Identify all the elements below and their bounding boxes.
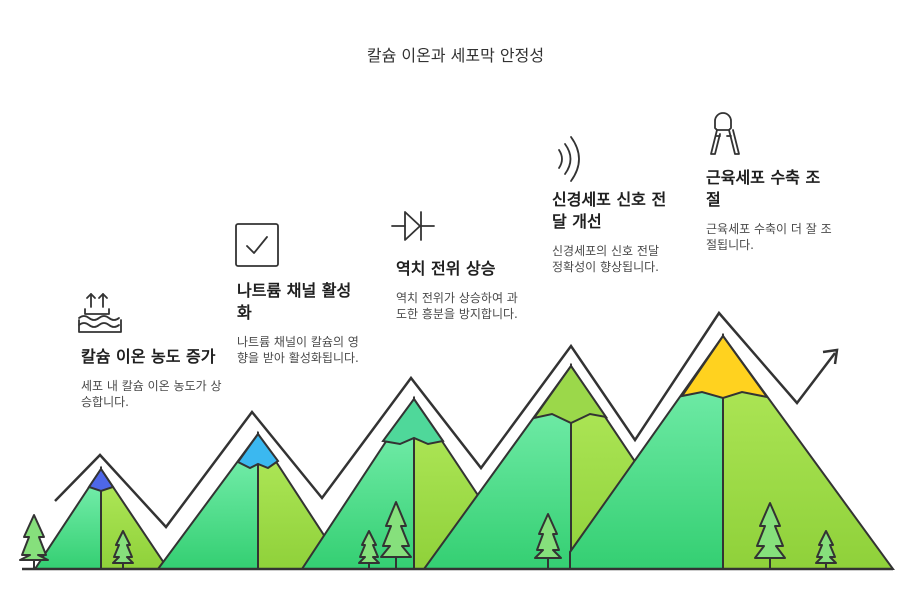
water-level-rise-icon (78, 293, 122, 333)
step-3: 역치 전위 상승 역치 전위가 상승하여 과도한 흥분을 방지합니다. (396, 258, 520, 322)
signal-waves-icon (558, 136, 580, 182)
diode-icon (391, 211, 435, 241)
mountain-2-peak (236, 432, 280, 470)
mountain-1 (33, 465, 170, 570)
step-3-description: 역치 전위가 상승하여 과도한 흥분을 방지합니다. (396, 291, 518, 321)
hand-grip-icon (710, 112, 740, 155)
step-4-description: 신경세포의 신호 전달 정확성이 향상됩니다. (552, 244, 659, 274)
step-3-heading: 역치 전위 상승 (396, 259, 496, 278)
step-5-heading: 근육세포 수축 조절 (706, 168, 821, 209)
step-2: 나트륨 채널 활성화 나트륨 채널이 칼슘의 영향을 받아 활성화됩니다. (237, 280, 362, 366)
trend-zigzag-line (54, 310, 836, 529)
mountain-5 (569, 332, 895, 570)
step-1-description: 세포 내 칼슘 이온 농도가 상승합니다. (81, 379, 222, 409)
diagram-title: 칼슘 이온과 세포막 안정성 (366, 46, 545, 65)
step-4-heading: 신경세포 신호 전달 개선 (552, 190, 667, 231)
trend-arrow-head (822, 348, 839, 365)
step-2-description: 나트륨 채널이 칼슘의 영향을 받아 활성화됩니다. (237, 335, 359, 365)
mountain-4-peak (531, 364, 609, 425)
step-5-description: 근육세포 수축이 더 잘 조절됩니다. (706, 222, 832, 252)
step-5: 근육세포 수축 조절 근육세포 수축이 더 잘 조절됩니다. (706, 167, 834, 253)
step-1: 칼슘 이온 농도 증가 세포 내 칼슘 이온 농도가 상승합니다. (81, 346, 223, 410)
mountain-5-peak (679, 334, 770, 400)
step-1-heading: 칼슘 이온 농도 증가 (81, 347, 216, 366)
step-2-heading: 나트륨 채널 활성화 (237, 281, 352, 322)
step-4: 신경세포 신호 전달 개선 신경세포의 신호 전달 정확성이 향상됩니다. (552, 189, 672, 275)
mountain-1-peak (87, 467, 115, 493)
checkbox-icon (235, 223, 279, 267)
